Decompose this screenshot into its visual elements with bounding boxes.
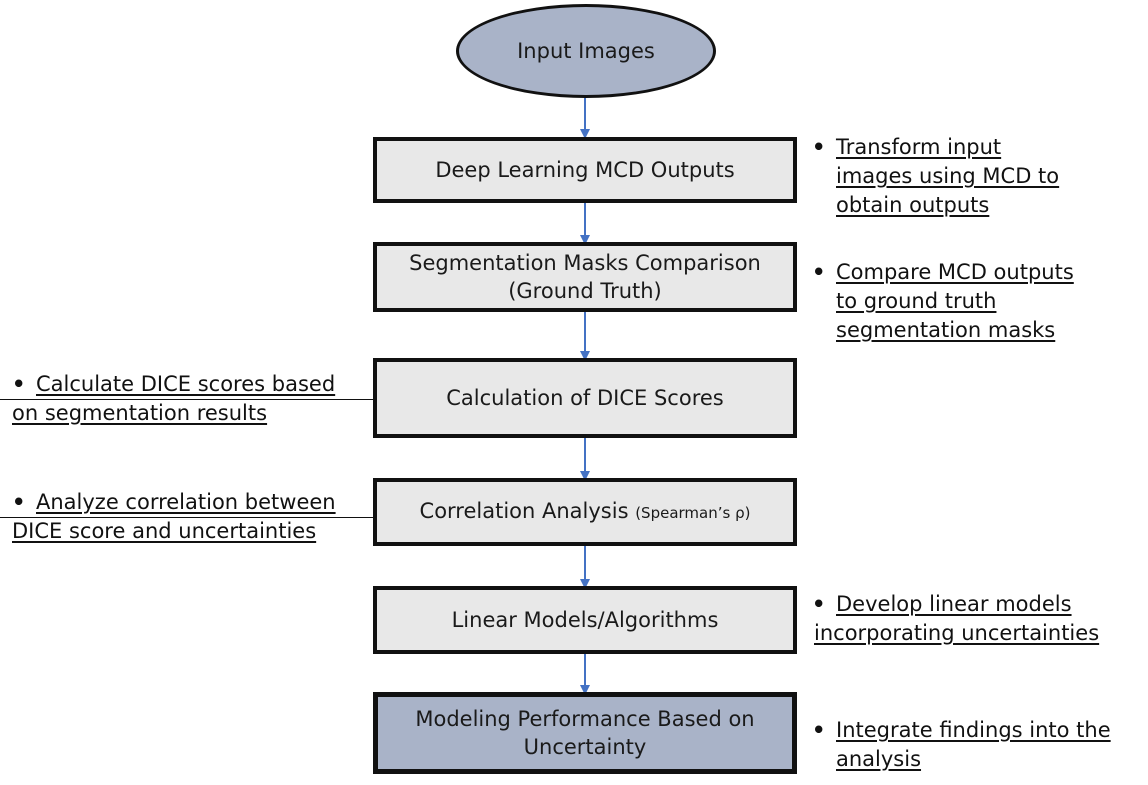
note-linear-line2: incorporating uncertainties [814,621,1100,645]
note-correlation-divider [0,517,373,518]
modeling-performance-line1: Modeling Performance Based on [415,707,755,731]
mcd-outputs-node: Deep Learning MCD Outputs [373,137,797,203]
note-linear-line1: Develop linear models [836,592,1072,616]
bullet-icon: • [812,592,826,616]
dice-calculation-node: Calculation of DICE Scores [373,358,797,438]
dice-calculation-label: Calculation of DICE Scores [446,386,724,410]
note-segmentation-line2: to ground truth [836,289,997,313]
note-correlation-line1: Analyze correlation between [36,490,336,514]
modeling-performance-line2: Uncertainty [523,735,647,759]
note-dice-line2: on segmentation results [12,401,268,425]
segmentation-comparison-line2: (Ground Truth) [508,279,662,303]
note-mcd-line2: images using MCD to [836,164,1060,188]
correlation-analysis-node: Correlation Analysis (Spearman’s ρ) [373,478,797,546]
input-images-label: Input Images [517,39,655,63]
linear-models-node: Linear Models/Algorithms [373,586,797,654]
bullet-icon: • [812,718,826,742]
segmentation-comparison-node: Segmentation Masks Comparison (Ground Tr… [373,242,797,312]
note-mcd: • Transform input images using MCD to obt… [812,133,1059,220]
segmentation-comparison-line1: Segmentation Masks Comparison [409,251,761,275]
note-correlation-line2: DICE score and uncertainties [12,519,317,543]
note-segmentation: • Compare MCD outputs to ground truth seg… [812,258,1074,345]
note-segmentation-line3: segmentation masks [836,318,1056,342]
correlation-analysis-label: Correlation Analysis (Spearman’s ρ) [420,497,751,527]
bullet-icon: • [812,135,826,159]
note-mcd-line1: Transform input [836,135,1002,159]
note-correlation: • Analyze correlation between DICE score … [12,488,336,546]
correlation-analysis-main: Correlation Analysis [419,499,636,523]
note-modeling: • Integrate findings into the analysis [812,716,1111,774]
note-dice-line1: Calculate DICE scores based [36,372,336,396]
mcd-outputs-label: Deep Learning MCD Outputs [435,158,735,182]
bullet-icon: • [12,490,26,514]
modeling-performance-node: Modeling Performance Based on Uncertaint… [373,692,797,774]
note-linear: • Develop linear models incorporating unc… [812,590,1099,648]
bullet-icon: • [12,372,26,396]
note-segmentation-line1: Compare MCD outputs [836,260,1074,284]
note-modeling-line2: analysis [836,747,922,771]
input-images-node: Input Images [456,4,716,98]
spearman-annotation: (Spearman’s ρ) [635,504,751,522]
note-dice: • Calculate DICE scores based on segmenta… [12,370,335,428]
bullet-icon: • [812,260,826,284]
note-mcd-line3: obtain outputs [836,193,990,217]
note-modeling-line1: Integrate findings into the [836,718,1111,742]
note-dice-divider [0,399,373,400]
linear-models-label: Linear Models/Algorithms [451,608,719,632]
